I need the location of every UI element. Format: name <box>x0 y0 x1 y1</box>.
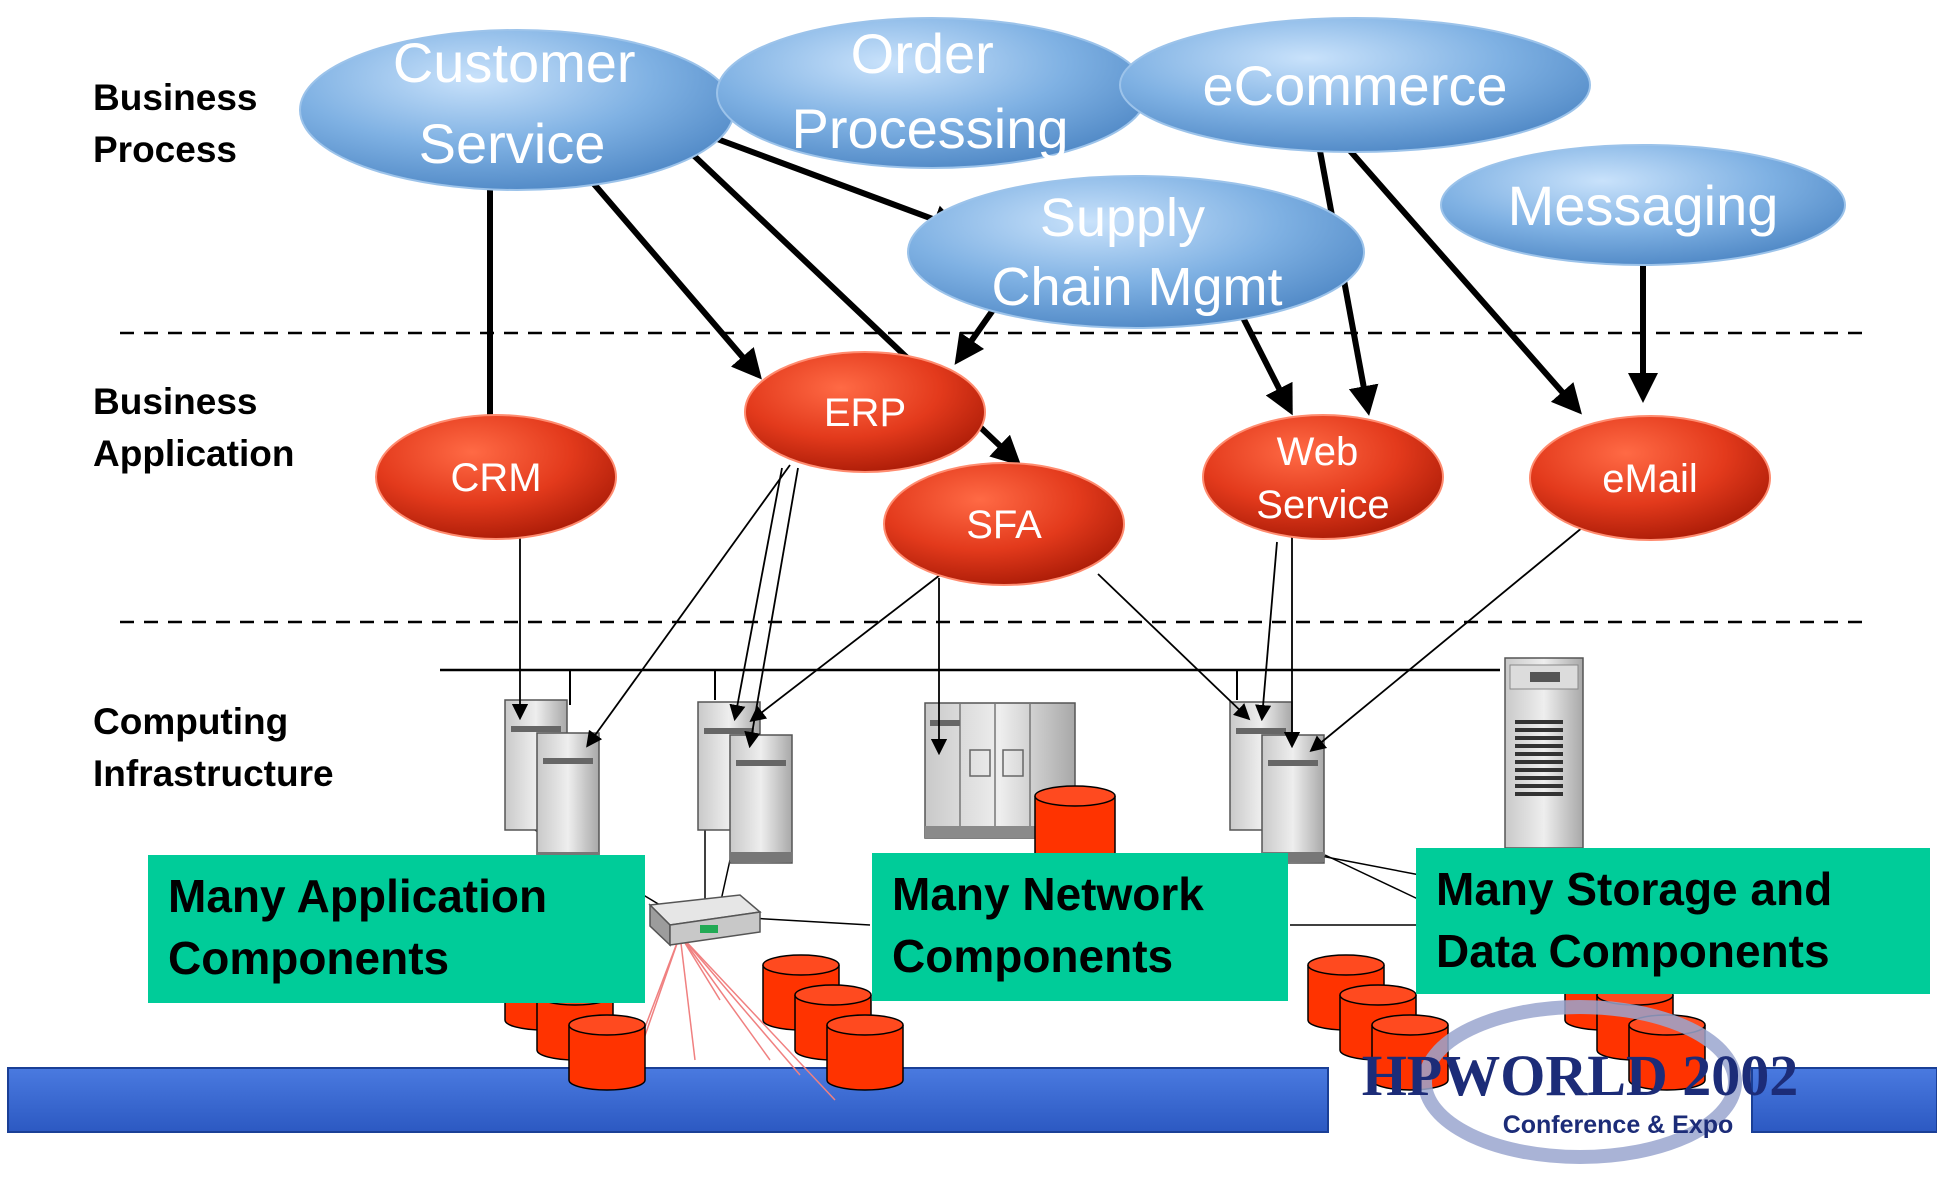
app-label-line: Web <box>1277 430 1359 474</box>
server-group-erp <box>697 701 793 864</box>
app-web-service[interactable]: Web Service <box>1202 414 1444 540</box>
callout-storage-components: Many Storage and Data Components <box>1416 848 1930 994</box>
callout-network-components: Many Network Components <box>872 853 1288 1001</box>
layer-label-business-process: Business Process <box>93 77 258 170</box>
footer-bar <box>7 1067 1329 1133</box>
svg-text:Supply Chain Mgmt: Supply Chain Mgmt <box>991 188 1282 317</box>
app-label-line: CRM <box>450 456 541 500</box>
layer-label-business-application: Business Application <box>93 381 295 474</box>
svg-text:Customer Service: Customer Service <box>393 31 651 175</box>
app-crm[interactable]: CRM <box>375 414 617 540</box>
svg-text:Web Service: Web Service <box>1256 430 1389 527</box>
callout-application-components: Many Application Components <box>148 855 645 1003</box>
process-label-line: Messaging <box>1508 174 1779 237</box>
process-ecommerce[interactable]: eCommerce <box>1119 17 1591 153</box>
process-label-line: eCommerce <box>1203 54 1508 117</box>
process-label-line: Processing <box>791 97 1068 160</box>
svg-text:Messaging: Messaging <box>1508 174 1779 237</box>
logo-main-text: HPWORLD 2002 <box>1362 1043 1799 1108</box>
server-group-web <box>1229 701 1325 864</box>
tower-server <box>1504 657 1584 849</box>
app-erp[interactable]: ERP <box>744 351 986 473</box>
svg-text:eMail: eMail <box>1602 457 1698 501</box>
server-group-crm <box>504 699 600 864</box>
svg-text:eCommerce: eCommerce <box>1203 54 1508 117</box>
process-supply-chain[interactable]: Supply Chain Mgmt <box>907 175 1365 329</box>
svg-text:SFA: SFA <box>966 503 1042 547</box>
app-label-line: SFA <box>966 503 1042 547</box>
app-email[interactable]: eMail <box>1529 415 1771 541</box>
process-label-line: Order <box>851 22 994 85</box>
app-label-line: ERP <box>824 391 906 435</box>
app-label-line: eMail <box>1602 457 1698 501</box>
process-label-line: Supply <box>1040 188 1205 248</box>
process-messaging[interactable]: Messaging <box>1440 144 1846 266</box>
logo-sub-text: Conference & Expo <box>1503 1111 1734 1139</box>
svg-text:CRM: CRM <box>450 456 541 500</box>
svg-text:Order Processing: Order Processing <box>791 22 1068 160</box>
app-sfa[interactable]: SFA <box>883 462 1125 586</box>
svg-text:ERP: ERP <box>824 391 906 435</box>
layer-label-computing-infrastructure: Computing Infrastructure <box>93 701 334 794</box>
process-customer-service[interactable]: Customer Service <box>299 29 735 191</box>
hpworld-logo: HPWORLD 2002 Conference & Expo <box>1362 1000 1799 1164</box>
footer-bar-right <box>1751 1067 1937 1133</box>
infrastructure-arrows <box>511 464 1584 756</box>
app-label-line: Service <box>1256 483 1389 527</box>
process-order-processing[interactable]: Order Processing <box>716 17 1148 169</box>
network-switch-icon <box>648 894 762 947</box>
process-label-line: Service <box>419 112 606 175</box>
process-label-line: Chain Mgmt <box>991 257 1282 317</box>
process-label-line: Customer <box>393 31 636 94</box>
